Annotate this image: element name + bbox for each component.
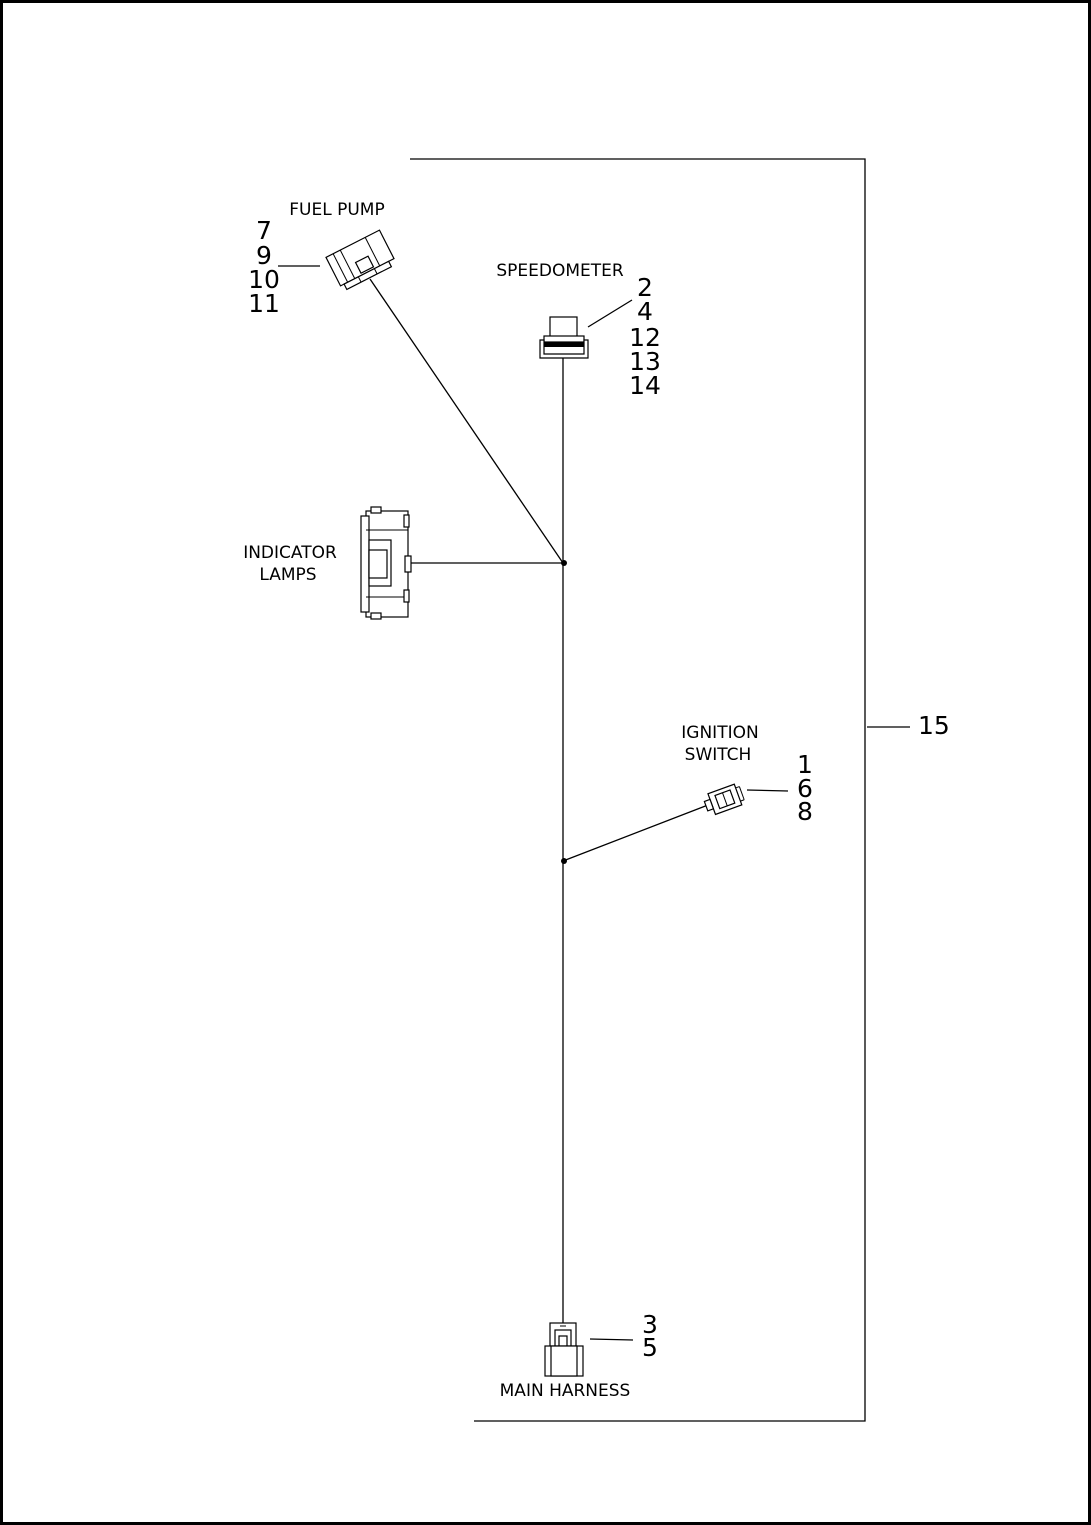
indicator-lamps-label-line2: LAMPS bbox=[259, 565, 316, 585]
indicator-lamps-connector: INDICATOR LAMPS bbox=[243, 506, 412, 620]
ignition-switch-label-line1: IGNITION bbox=[681, 723, 758, 743]
fuel-pump-connector: FUEL PUMP 7 9 10 11 bbox=[248, 200, 395, 318]
callout-number: 8 bbox=[797, 797, 813, 826]
speedometer-label: SPEEDOMETER bbox=[496, 261, 624, 281]
ignition-switch-connector: IGNITION SWITCH 1 6 8 bbox=[681, 723, 813, 826]
junction-dot bbox=[561, 858, 567, 864]
harness-bracket: 15 bbox=[410, 158, 950, 1422]
fuel-pump-label: FUEL PUMP bbox=[289, 200, 384, 220]
main-harness-connector: MAIN HARNESS 3 5 bbox=[500, 1310, 658, 1401]
callout-number: 6 bbox=[797, 774, 813, 803]
callout-number: 13 bbox=[629, 347, 661, 376]
ignition-switch-label-line2: SWITCH bbox=[685, 745, 752, 765]
callout-number: 1 bbox=[797, 750, 813, 779]
callout-number: 4 bbox=[637, 297, 653, 326]
callout-number: 11 bbox=[248, 289, 280, 318]
callout-number: 14 bbox=[629, 371, 661, 400]
indicator-lamps-label-line1: INDICATOR bbox=[243, 543, 337, 563]
bracket-callout: 15 bbox=[918, 711, 950, 740]
callout-number: 9 bbox=[256, 241, 272, 270]
main-harness-label: MAIN HARNESS bbox=[500, 1381, 631, 1401]
callout-number: 2 bbox=[637, 273, 653, 302]
callout-number: 5 bbox=[642, 1333, 658, 1362]
speedometer-connector: SPEEDOMETER 2 4 12 13 14 bbox=[496, 261, 661, 400]
callout-number: 12 bbox=[629, 323, 661, 352]
harness-wires bbox=[369, 278, 709, 1326]
callout-number: 10 bbox=[248, 265, 280, 294]
callout-number: 7 bbox=[256, 216, 272, 245]
junction-dot bbox=[561, 560, 567, 566]
callout-number: 3 bbox=[642, 1310, 658, 1339]
